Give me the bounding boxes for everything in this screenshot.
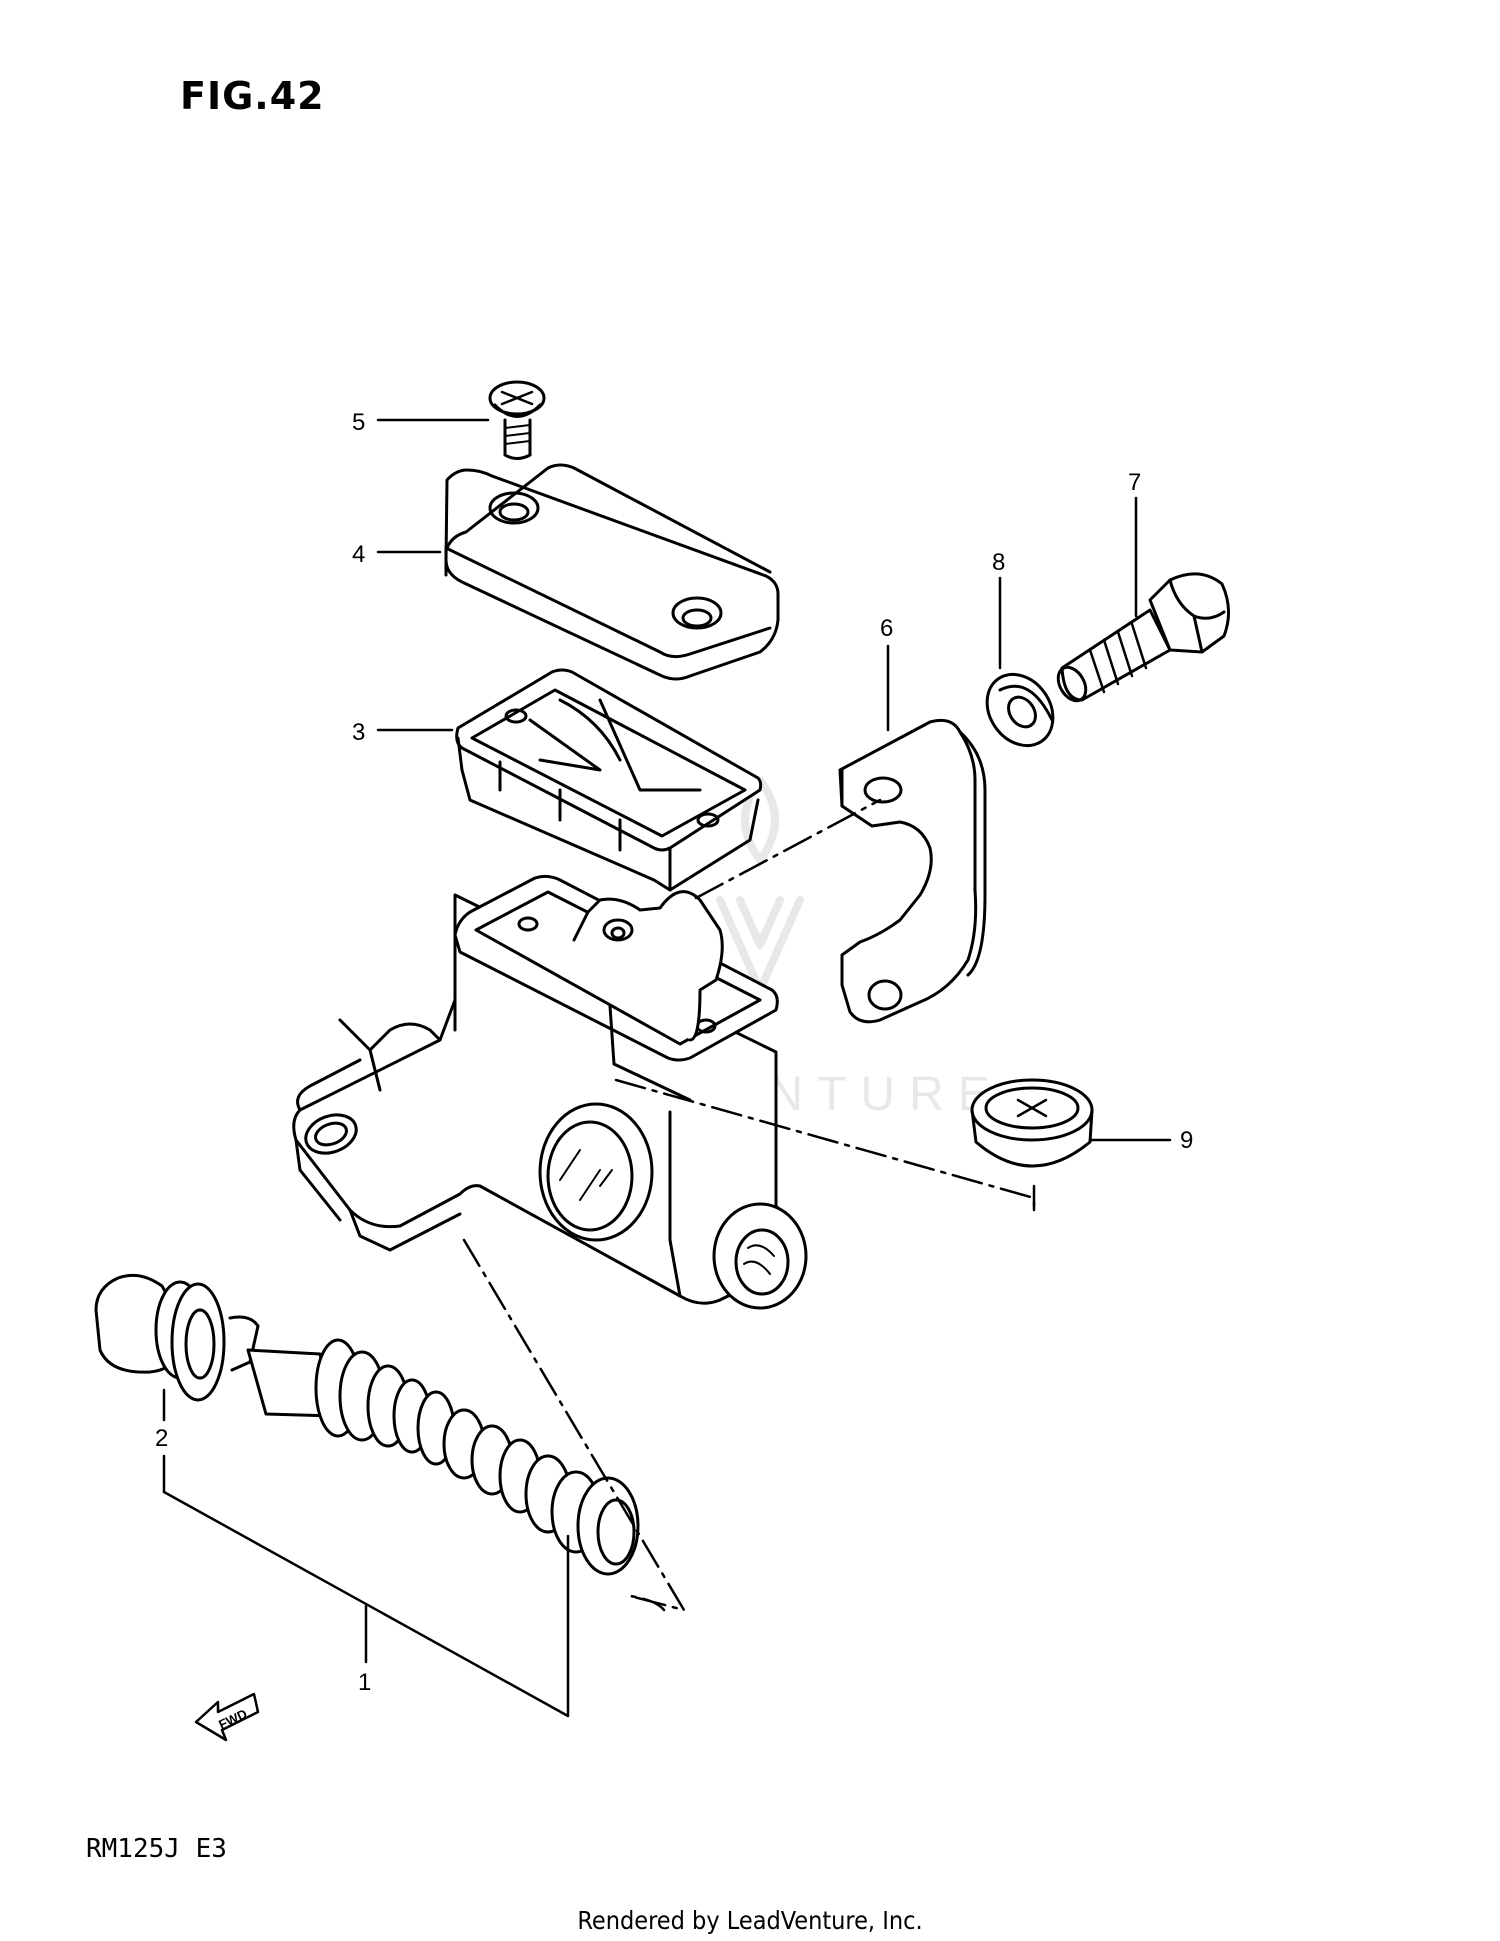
piston-assembly — [94, 1273, 640, 1576]
callout-1: 1 — [358, 1669, 371, 1696]
leader-lines — [162, 418, 1172, 1718]
centerline-clamp — [694, 798, 882, 900]
bracket-1 — [162, 1490, 570, 1718]
callout-4: 4 — [352, 541, 365, 568]
part-9-boot — [970, 1078, 1094, 1168]
screw-head — [488, 380, 546, 416]
callout-8: 8 — [992, 549, 1005, 576]
centerline-piston — [462, 1238, 686, 1612]
part-5-screw — [488, 380, 546, 460]
part-6-clamp — [838, 718, 987, 1024]
fwd-arrow-icon: FWD — [194, 1692, 260, 1742]
callout-labels: 5 4 3 6 8 7 9 2 1 — [155, 409, 1193, 1696]
cap-hole-left — [488, 491, 540, 525]
footer-credit: Rendered by LeadVenture, Inc. — [577, 1906, 923, 1935]
callout-2: 2 — [155, 1425, 168, 1452]
callout-9: 9 — [1180, 1127, 1193, 1154]
part-7-bolt — [1056, 572, 1230, 703]
part-4-reservoir-cap — [444, 463, 780, 681]
part-8-washer — [985, 672, 1055, 748]
cap-hole-right — [671, 596, 723, 630]
callout-3: 3 — [352, 719, 365, 746]
watermark-logo-icon — [716, 776, 804, 994]
callout-7: 7 — [1128, 469, 1141, 496]
master-cylinder-body — [292, 874, 808, 1310]
callout-6: 6 — [880, 615, 893, 642]
part-3-diaphragm — [455, 668, 763, 892]
fig-title: FIG.42 — [180, 74, 325, 118]
model-code: RM125J E3 — [86, 1834, 227, 1864]
callout-5: 5 — [352, 409, 365, 436]
